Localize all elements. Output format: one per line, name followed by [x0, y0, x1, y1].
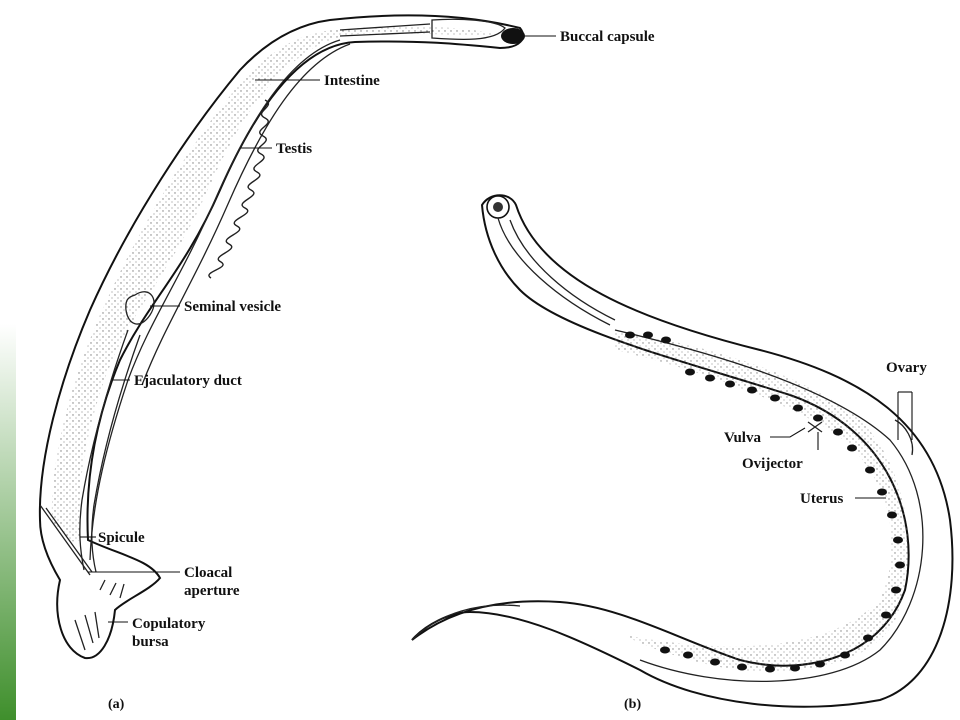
- figure-b-female-worm: [411, 194, 954, 708]
- female-esophagus: [497, 217, 616, 326]
- male-seminal-vesicle: [125, 291, 155, 325]
- female-intestine: [614, 329, 924, 683]
- label-ovijector: Ovijector: [742, 456, 803, 472]
- male-body-stipple: [51, 26, 505, 542]
- label-seminal-vesicle: Seminal vesicle: [184, 299, 281, 315]
- female-tail-spike: [411, 604, 521, 641]
- label-spicule: Spicule: [98, 530, 145, 546]
- male-ejaculatory-duct-2: [91, 334, 141, 573]
- panel-label-a: (a): [108, 697, 125, 712]
- label-testis: Testis: [276, 141, 312, 157]
- label-cloacal-line2: aperture: [184, 583, 240, 599]
- male-ejaculatory-duct: [79, 329, 129, 571]
- female-uterus-eggs: [625, 331, 905, 673]
- female-body-stipple: [615, 330, 909, 672]
- male-body-outline: [38, 14, 525, 660]
- label-cloacal-line1: Cloacal: [184, 565, 232, 581]
- male-intestine-inner: [141, 43, 351, 386]
- female-buccal: [493, 202, 503, 212]
- label-buccal-capsule: Buccal capsule: [560, 29, 655, 45]
- label-ovary: Ovary: [886, 360, 927, 376]
- label-intestine: Intestine: [324, 73, 380, 89]
- label-bursa-line2: bursa: [132, 634, 169, 650]
- green-accent-strip: [0, 0, 16, 720]
- male-buccal-capsule: [501, 28, 525, 44]
- label-vulva: Vulva: [724, 430, 761, 446]
- figure-a-male-worm: [38, 14, 525, 660]
- panel-label-b: (b): [624, 697, 641, 712]
- male-esophagus: [339, 23, 431, 37]
- label-ejaculatory-duct: Ejaculatory duct: [134, 373, 242, 389]
- label-bursa-line1: Copulatory: [132, 616, 206, 632]
- male-bursa-rays: [74, 579, 125, 651]
- female-ovijector-mark: [807, 421, 823, 433]
- label-uterus: Uterus: [800, 491, 843, 507]
- male-testis: [208, 99, 270, 279]
- male-esophagus-bulb: [431, 18, 506, 41]
- leader-lines: [80, 35, 913, 623]
- male-intestine: [89, 39, 341, 561]
- male-spicule: [39, 504, 93, 576]
